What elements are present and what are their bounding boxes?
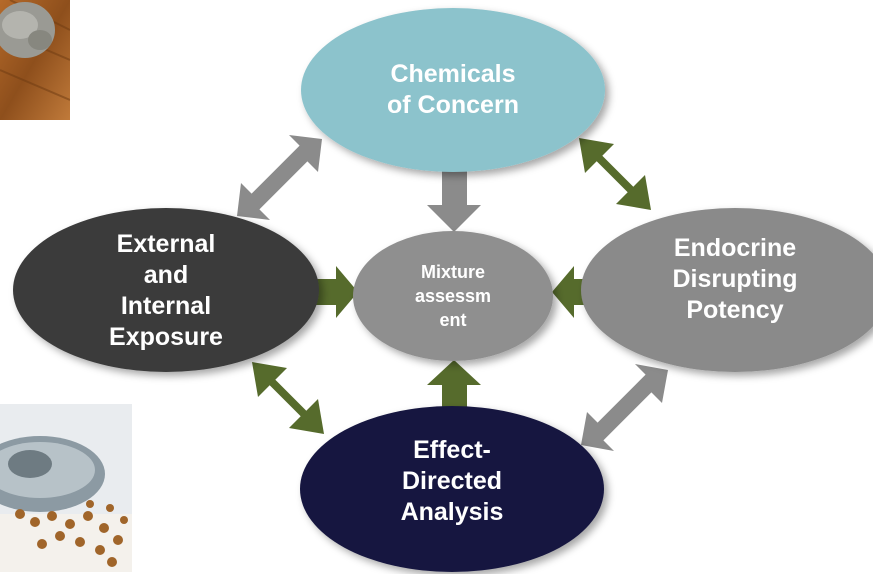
node-mixture-shape [353, 231, 553, 361]
arrow-effect-to-mixture [427, 360, 481, 420]
node-effect-label: Effect- Directed Analysis [400, 435, 504, 526]
node-exposure-label: External and Internal Exposure [109, 230, 223, 351]
dust-photo [0, 0, 70, 120]
double-arrow-endocrine-effect [581, 364, 668, 451]
pet-food-photo [0, 404, 132, 572]
arrow-chemicals-to-mixture [427, 165, 481, 232]
double-arrow-chemicals-exposure [237, 135, 322, 220]
node-endocrine-label: Endocrine Disrupting Potency [672, 233, 798, 324]
node-chemicals-label: Chemicals of Concern [387, 60, 519, 119]
node-endocrine-shape [581, 208, 873, 372]
node-chemicals-shape [301, 8, 605, 172]
double-arrow-chemicals-endocrine [579, 138, 651, 210]
node-exposure-shape [13, 208, 319, 372]
double-arrow-exposure-effect [252, 362, 324, 434]
node-mixture-label: Mixture assessm ent [414, 262, 492, 330]
node-effect-shape [300, 406, 604, 572]
